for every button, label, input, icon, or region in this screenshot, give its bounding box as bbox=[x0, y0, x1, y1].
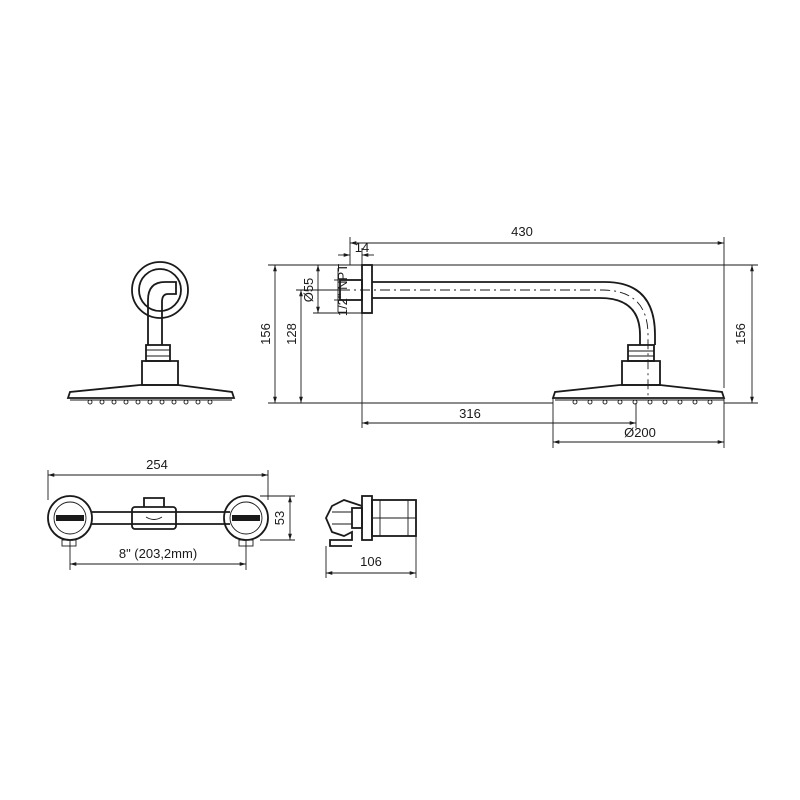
dim-106: 106 bbox=[360, 554, 382, 569]
side-head-body bbox=[621, 360, 661, 386]
side-head-disc bbox=[551, 384, 726, 399]
side-center-line bbox=[340, 289, 649, 398]
valve-center-outlet bbox=[143, 497, 165, 507]
side-arm-bottom bbox=[372, 297, 641, 345]
wall-flange-inner bbox=[138, 268, 182, 312]
dim-thread-npt: 1/2" NPT bbox=[335, 264, 350, 316]
valve-side-view bbox=[325, 495, 417, 547]
valve-right-handle bbox=[223, 495, 269, 547]
dim-diameter-55: Ø55 bbox=[301, 278, 316, 303]
valve-side-connector bbox=[351, 507, 363, 529]
front-nut bbox=[145, 344, 171, 362]
dim-156-left: 156 bbox=[258, 323, 273, 345]
dim-8-inch: 8" (203,2mm) bbox=[119, 546, 197, 561]
side-arm-top bbox=[372, 281, 656, 345]
dim-diameter-200: Ø200 bbox=[624, 425, 656, 440]
front-view-shower bbox=[66, 261, 236, 405]
valve-front-view bbox=[47, 495, 269, 547]
dim-156-right: 156 bbox=[733, 323, 748, 345]
valve-side-dimensions: 106 bbox=[325, 536, 417, 578]
side-wall-flange bbox=[361, 264, 373, 314]
valve-front-dimensions: 254 53 8" (203,2mm) bbox=[47, 457, 295, 570]
valve-center-block bbox=[131, 506, 177, 530]
side-dimensions: 430 14 156 128 Ø55 1/2" NPT 156 316 bbox=[258, 224, 758, 448]
dim-53: 53 bbox=[272, 511, 287, 525]
front-nozzles bbox=[87, 399, 213, 405]
front-arm bbox=[147, 281, 177, 345]
valve-left-handle bbox=[47, 495, 93, 547]
side-nut bbox=[627, 344, 655, 362]
valve-side-plate bbox=[361, 495, 373, 541]
front-head-body bbox=[141, 360, 179, 386]
dim-430: 430 bbox=[511, 224, 533, 239]
side-view-shower bbox=[339, 264, 726, 405]
valve-side-body bbox=[325, 499, 363, 547]
wall-flange-outer bbox=[131, 261, 189, 319]
side-nozzles bbox=[572, 399, 713, 405]
dim-128: 128 bbox=[284, 323, 299, 345]
dim-316: 316 bbox=[459, 406, 481, 421]
dim-254: 254 bbox=[146, 457, 168, 472]
front-head-disc bbox=[66, 384, 236, 399]
dim-14: 14 bbox=[355, 240, 369, 255]
